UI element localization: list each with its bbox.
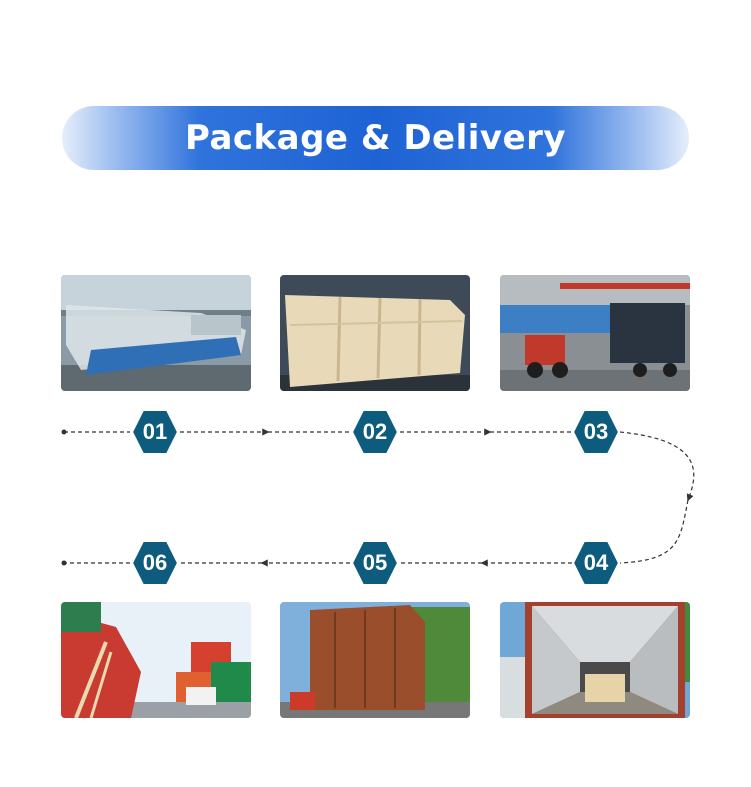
step-06-badge: 06 (131, 539, 179, 587)
step-04-number: 04 (583, 550, 609, 575)
step-01-badge: 01 (131, 408, 179, 456)
step-06-number: 06 (142, 550, 168, 575)
step-02-number: 02 (362, 419, 388, 444)
step-01-number: 01 (142, 419, 168, 444)
banner-title: Package & Delivery (184, 118, 567, 158)
step-05-photo (280, 602, 470, 718)
step-04-badge: 04 (572, 539, 620, 587)
step-02-badge: 02 (351, 408, 399, 456)
step-05-number: 05 (362, 550, 388, 575)
step-03-badge: 03 (572, 408, 620, 456)
step-05-badge: 05 (351, 539, 399, 587)
step-01-photo (61, 275, 251, 391)
step-02-photo (280, 275, 470, 391)
step-03-number: 03 (583, 419, 609, 444)
step-03-photo (500, 275, 690, 391)
title-banner: Package & Delivery (62, 106, 689, 170)
step-04-photo (500, 602, 690, 718)
step-06-photo (61, 602, 251, 718)
